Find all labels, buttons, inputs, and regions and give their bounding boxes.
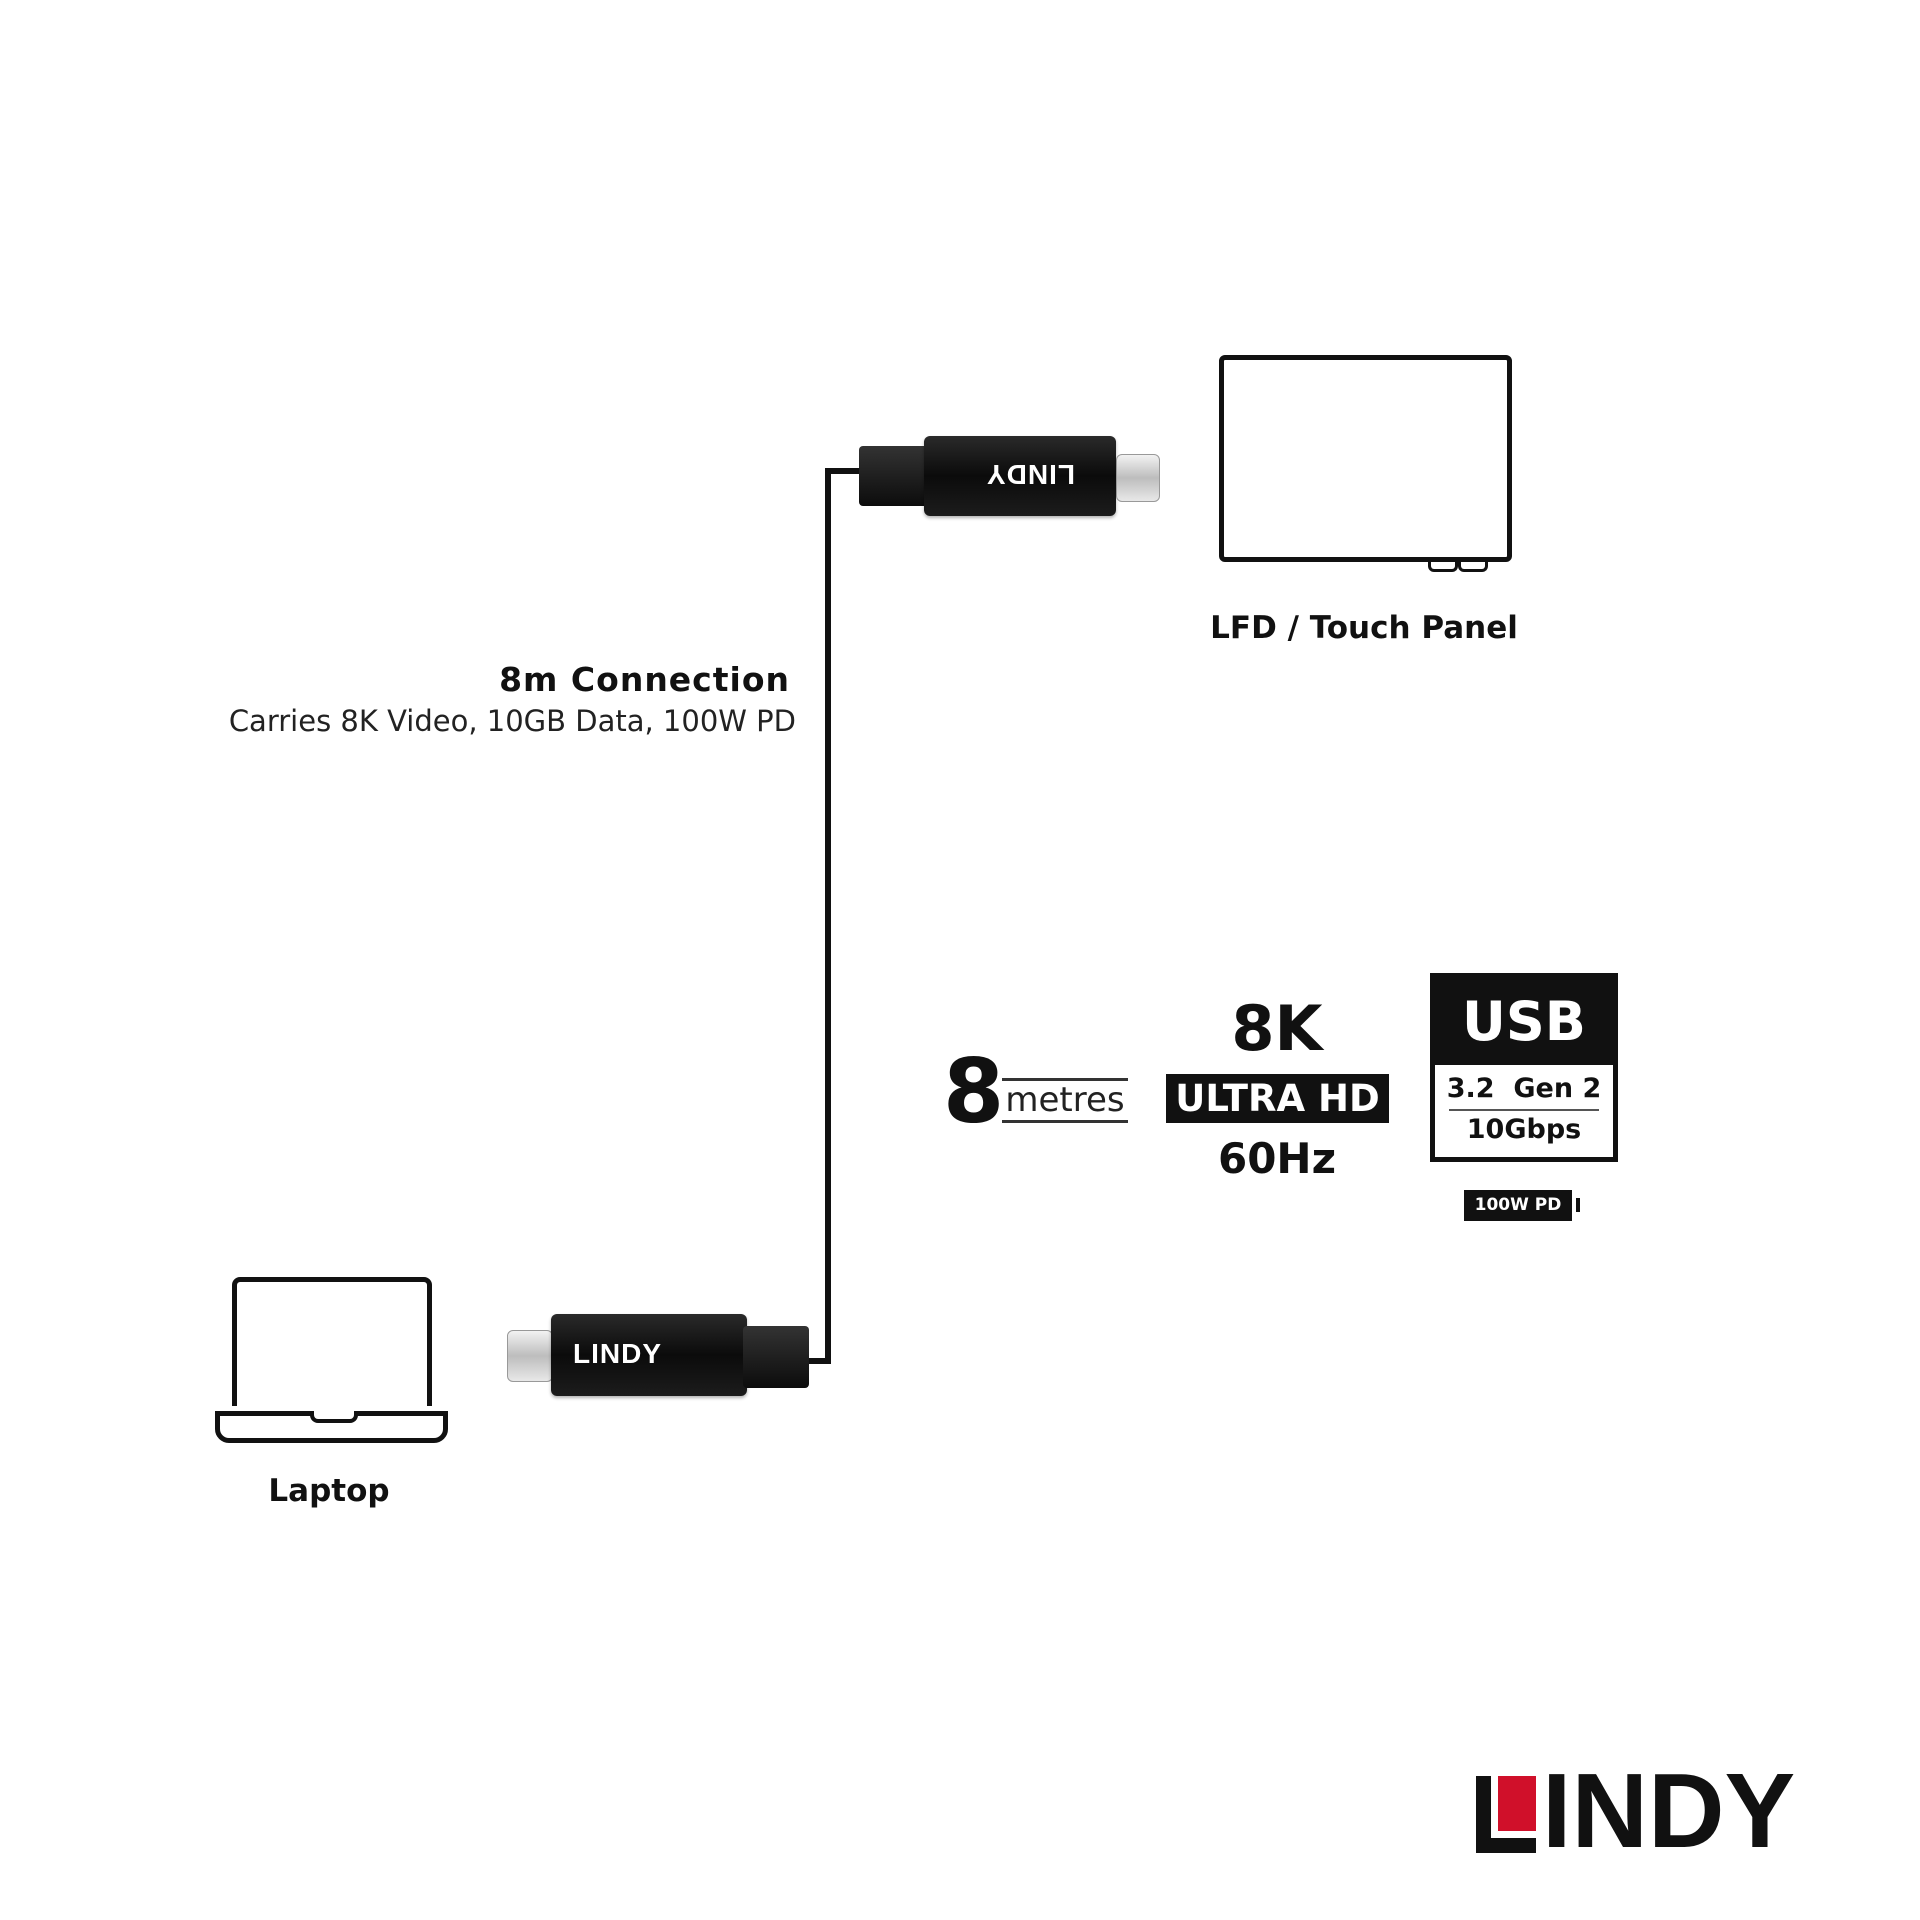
laptop-notch-icon — [310, 1411, 358, 1423]
display-foot-icon — [1428, 560, 1458, 572]
usb-spec-badge: USB 3.2 Gen 2 10Gbps — [1430, 973, 1618, 1162]
length-number: 8 — [943, 1040, 1005, 1143]
cable-bottom-segment — [800, 1358, 831, 1364]
resolution: 8K — [1231, 992, 1323, 1065]
connector-brand: LINDY — [986, 459, 1075, 490]
display-label: LFD / Touch Panel — [1210, 610, 1518, 646]
refresh-rate: 60Hz — [1217, 1134, 1337, 1183]
ultra-hd-badge: ULTRA HD — [1166, 1074, 1389, 1123]
power-delivery-badge: 100W PD — [1464, 1190, 1572, 1221]
usb-c-connector-top: LINDY — [859, 436, 1160, 516]
display-icon — [1219, 355, 1512, 562]
cable-top-segment — [825, 468, 865, 474]
lindy-logo: INDY — [1476, 1758, 1795, 1864]
laptop-icon — [232, 1277, 432, 1406]
usb-version: 3.2 Gen 2 — [1446, 1073, 1602, 1104]
connector-brand: LINDY — [573, 1338, 662, 1369]
cable — [825, 468, 831, 1364]
length-unit: metres — [1002, 1078, 1128, 1123]
usb-c-connector-bottom: LINDY — [507, 1314, 809, 1396]
usb-title: USB — [1435, 978, 1613, 1065]
logo-text: INDY — [1542, 1752, 1796, 1870]
connection-subtitle: Carries 8K Video, 10GB Data, 100W PD — [228, 704, 796, 738]
laptop-label: Laptop — [268, 1473, 390, 1509]
display-foot-icon — [1458, 560, 1488, 572]
usb-speed: 10Gbps — [1466, 1114, 1582, 1145]
battery-nub-icon — [1576, 1198, 1580, 1212]
logo-red-square — [1498, 1776, 1536, 1831]
connection-title: 8m Connection — [499, 660, 790, 699]
